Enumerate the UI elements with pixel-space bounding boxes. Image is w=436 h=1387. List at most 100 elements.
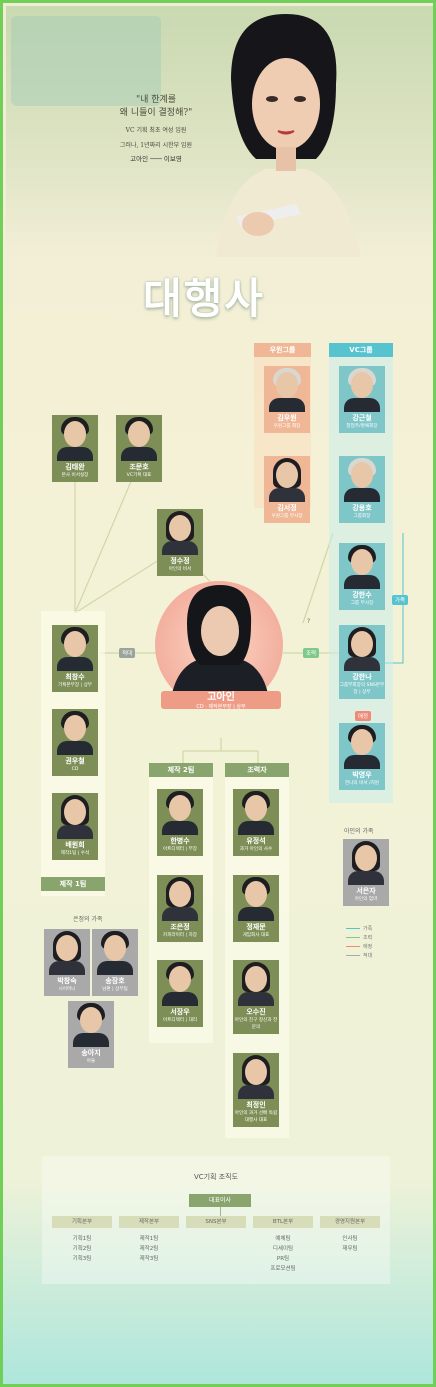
person-name: 조은정 (170, 923, 190, 931)
person-name: 송아지 (81, 1049, 101, 1057)
org-ceo: 대표이사 (189, 1194, 251, 1207)
quote-line-1: "내 한계를 (135, 95, 177, 105)
person-name: 강근철 (352, 414, 372, 422)
desc-line-1: VC 기획 최초 여성 임원 (125, 127, 187, 134)
goain-role: CD · 제작본부장 | 상무 (196, 704, 246, 710)
person-name: 정재문 (246, 923, 266, 931)
person-name: 서은자 (356, 887, 376, 895)
org-department: SNS본부 (186, 1216, 246, 1228)
goain-portrait (170, 585, 270, 705)
person-name: 송장호 (105, 977, 125, 985)
person-photo (157, 875, 203, 921)
person-name: 박영우 (352, 771, 372, 779)
goain-namebar (161, 691, 281, 709)
person-name: 최정인 (246, 1101, 266, 1109)
person-name: 김우원 (277, 414, 297, 422)
person-name: 김태완 (65, 463, 85, 471)
person-photo (44, 929, 90, 975)
person-role: 한나의 비서 /지원 (344, 781, 380, 786)
person-role: 아인의 엄마 (354, 897, 378, 902)
person-photo (264, 366, 310, 412)
person-name: 박창숙 (57, 977, 77, 985)
person-photo (157, 960, 203, 1006)
org-department: 기획본부 (52, 1216, 112, 1228)
person-photo (233, 960, 279, 1006)
desc-line-2: 그러나, 1년짜리 시한부 임원 (119, 142, 193, 149)
person-role: 카피라이터 | 차장 (162, 933, 198, 938)
hero-portrait (216, 14, 361, 257)
legend-helper: 조력 (346, 934, 372, 943)
person-role: 아트디렉터 | 부장 (162, 847, 198, 852)
person-role: 과거 아인의 사수 (239, 847, 273, 852)
person-name: 오수진 (246, 1008, 266, 1016)
person-role: 제작1팀 | 수석 (60, 851, 90, 856)
person-role: 시어머니 (58, 987, 76, 992)
person-photo (157, 789, 203, 835)
vc-group-label: VC그룹 (329, 343, 393, 357)
person-photo (264, 456, 310, 502)
person-role: 우원그룹 부사장 (271, 514, 303, 519)
person-photo (233, 1053, 279, 1099)
person-role: 아인의 친구 정신과 전문의 (234, 1018, 278, 1030)
family-tag: 가족 (392, 595, 409, 605)
person-role: 기획본부장 | 상무 (57, 683, 93, 688)
person-name: 배원희 (65, 841, 85, 849)
person-name: 정수정 (170, 557, 190, 565)
legend: 가족 조력 애정 적대 (346, 925, 372, 961)
goain-name: 고아인 (207, 692, 235, 703)
person-photo (339, 456, 385, 502)
person-photo (339, 543, 385, 589)
legend-love: 애정 (346, 943, 372, 952)
legend-rival: 적대 (346, 952, 372, 961)
org-department: 경영지원본부 (320, 1216, 380, 1228)
character-credit: 고아인 ─── 이보영 (130, 155, 182, 163)
person-photo (157, 509, 203, 555)
drama-logo: 대행사 (143, 274, 265, 323)
person-role: 우원그룹 회장 (273, 424, 301, 429)
person-photo (339, 366, 385, 412)
helper-tag: 조력 (303, 648, 320, 658)
background-board (11, 16, 161, 106)
person-role: 그룹회장 (353, 514, 371, 519)
person-photo (116, 415, 162, 461)
hero-quote: "내 한계를 왜 니들이 결정해?" VC 기획 최초 여성 임원 그러나, 1… (101, 94, 211, 163)
person-role: 아들 (86, 1059, 96, 1064)
person-name: 서장우 (170, 1008, 190, 1016)
person-photo (339, 625, 385, 671)
woowon-group-label: 우원그룹 (254, 343, 311, 357)
team2-label: 제작 2팀 (149, 763, 213, 777)
love-tag: 애정 (355, 711, 372, 721)
person-photo (68, 1001, 114, 1047)
person-photo (339, 723, 385, 769)
person-role: 남편 | 상무팀 (102, 987, 128, 992)
person-photo (343, 839, 389, 885)
eunjeong-family-label: 은정의 가족 (73, 916, 103, 923)
person-role: 아인의 과거 선배 독립대행사 대표 (234, 1111, 278, 1123)
person-name: 김서정 (277, 504, 297, 512)
